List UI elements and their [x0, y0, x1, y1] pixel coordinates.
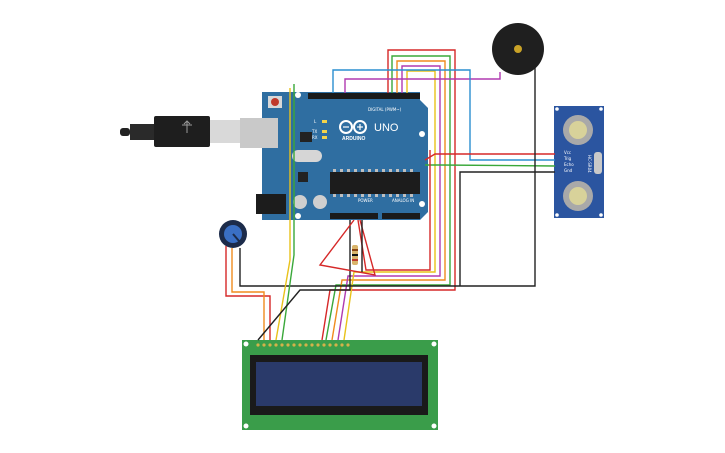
digital-label: DIGITAL (PWM~): [368, 107, 402, 112]
power-jack: [256, 194, 286, 214]
usb-cable: [120, 116, 242, 147]
atmega-chip: [330, 172, 420, 194]
sensor-pin-echo: Echo: [564, 162, 574, 167]
arduino-board: L TX RX UNO ARDUINO DIGITAL (PWM~) POWER…: [240, 92, 428, 220]
arduino-logo-icon: [339, 120, 367, 134]
wires: [225, 49, 556, 341]
wire-yellow: [343, 70, 436, 341]
wire-lcd-rs: [281, 84, 295, 341]
resistor: [352, 245, 358, 265]
tx-led-label: TX: [311, 129, 317, 134]
ultrasonic-sensor: HC-SR04 Vcc Trig Echo Gnd: [554, 106, 604, 218]
wire-echo: [332, 69, 555, 161]
board-model: UNO: [374, 122, 399, 134]
sensor-pin-gnd: Gnd: [564, 168, 573, 173]
wire-5v: [318, 219, 376, 276]
rx-led-label: RX: [312, 135, 318, 140]
potentiometer: [219, 220, 247, 248]
analog-header: [382, 213, 420, 219]
reset-button: [271, 98, 279, 106]
sensor-model: HC-SR04: [587, 155, 592, 173]
wire-buzzer: [344, 72, 501, 93]
wire-lcd-gnd: [257, 220, 351, 341]
sensor-pin-trig: Trig: [563, 156, 572, 161]
board-brand: ARDUINO: [342, 136, 365, 142]
power-header: [330, 213, 378, 219]
piezo-buzzer: [492, 23, 544, 75]
wire-buzzer-gnd: [239, 68, 536, 287]
lcd-screen: [256, 362, 422, 406]
usb-port: [240, 118, 278, 148]
wire-trig: [424, 153, 555, 161]
wire-pot-wiper: [231, 248, 265, 340]
wire-gnd: [459, 171, 555, 286]
wire-pot-vcc: [225, 246, 271, 340]
digital-header: [308, 93, 420, 99]
lcd-display: [242, 340, 438, 430]
sensor-pin-vcc: Vcc: [564, 150, 571, 155]
wire-red: [321, 49, 456, 341]
l-led-label: L: [314, 119, 317, 124]
wire-green: [325, 55, 451, 341]
power-label: POWER: [358, 198, 373, 203]
analog-label: ANALOG IN: [392, 198, 414, 203]
